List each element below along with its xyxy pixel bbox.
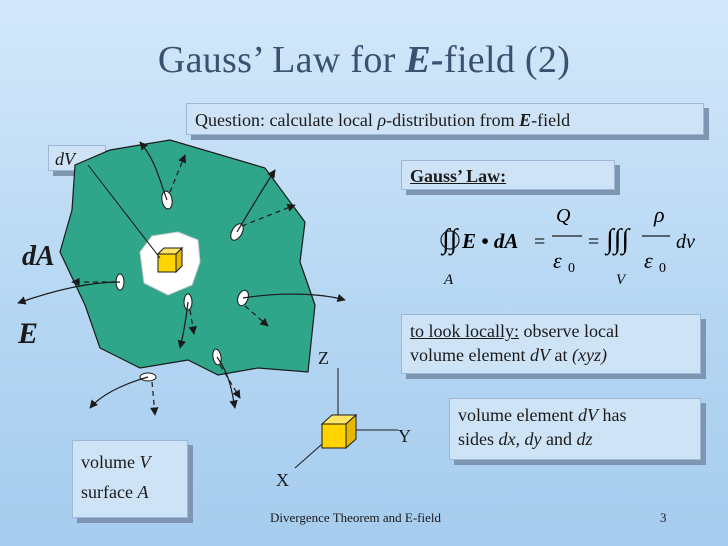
page-number: 3 (660, 510, 667, 525)
E-label: E (17, 317, 38, 350)
field-line (17, 281, 121, 305)
surface-integral-circle (440, 230, 460, 250)
gauss-law-equation: ∫∫ A E • dA = Q ε 0 = ∫∫∫ V ρ ε 0 dv (440, 202, 695, 288)
footer-text: Divergence Theorem and E-field (270, 510, 441, 525)
svg-text:=: = (534, 231, 545, 253)
field-line (236, 169, 276, 233)
normal-arrow (241, 203, 296, 227)
dV-cube (156, 246, 184, 274)
normal-arrow (169, 154, 187, 193)
dA-label: dA (22, 241, 55, 272)
z-axis-label: Z (318, 348, 329, 368)
field-lines (17, 141, 346, 409)
volume-element-box: volume element dV has sides dx, dy and d… (449, 398, 701, 460)
page-title: Gauss’ Law for E-field (2) (157, 39, 571, 81)
svg-text:=: = (588, 231, 599, 253)
svg-text:ε: ε (553, 248, 562, 273)
volume-element-cube (320, 413, 358, 450)
x-axis-label: X (276, 470, 289, 490)
flux-expression: E • dA (461, 229, 518, 253)
gauss-law-label: Gauss’ Law: (410, 166, 507, 186)
field-line (89, 376, 149, 409)
question-box: Question: calculate local ρ-distribution… (186, 103, 704, 135)
normal-vectors (71, 154, 296, 416)
field-line (242, 293, 346, 303)
volume-subscript: V (616, 272, 627, 288)
svg-text:dv: dv (676, 231, 695, 253)
svg-text:ε: ε (644, 248, 653, 273)
volume-surface-box: volume V surface A (72, 440, 188, 518)
density-rho: ρ (653, 202, 665, 227)
svg-text:0: 0 (568, 261, 575, 276)
field-line (216, 356, 238, 409)
normal-arrow (150, 381, 159, 416)
svg-text:0: 0 (659, 261, 666, 276)
normal-arrow (219, 364, 241, 399)
field-line (177, 301, 189, 349)
charge-Q: Q (556, 205, 571, 227)
normal-arrow (188, 309, 197, 335)
rho-symbol: ρ (377, 110, 387, 130)
surface-subscript: A (443, 272, 454, 288)
look-locally-box: to look locally: observe local volume el… (401, 314, 701, 374)
gauss-law-box: Gauss’ Law: (401, 160, 615, 190)
volume-integral: ∫∫∫ (604, 224, 631, 256)
y-axis-label: Y (398, 426, 411, 446)
title-E: E- (405, 39, 444, 81)
field-line (139, 141, 168, 201)
dV-pointer (87, 164, 161, 259)
